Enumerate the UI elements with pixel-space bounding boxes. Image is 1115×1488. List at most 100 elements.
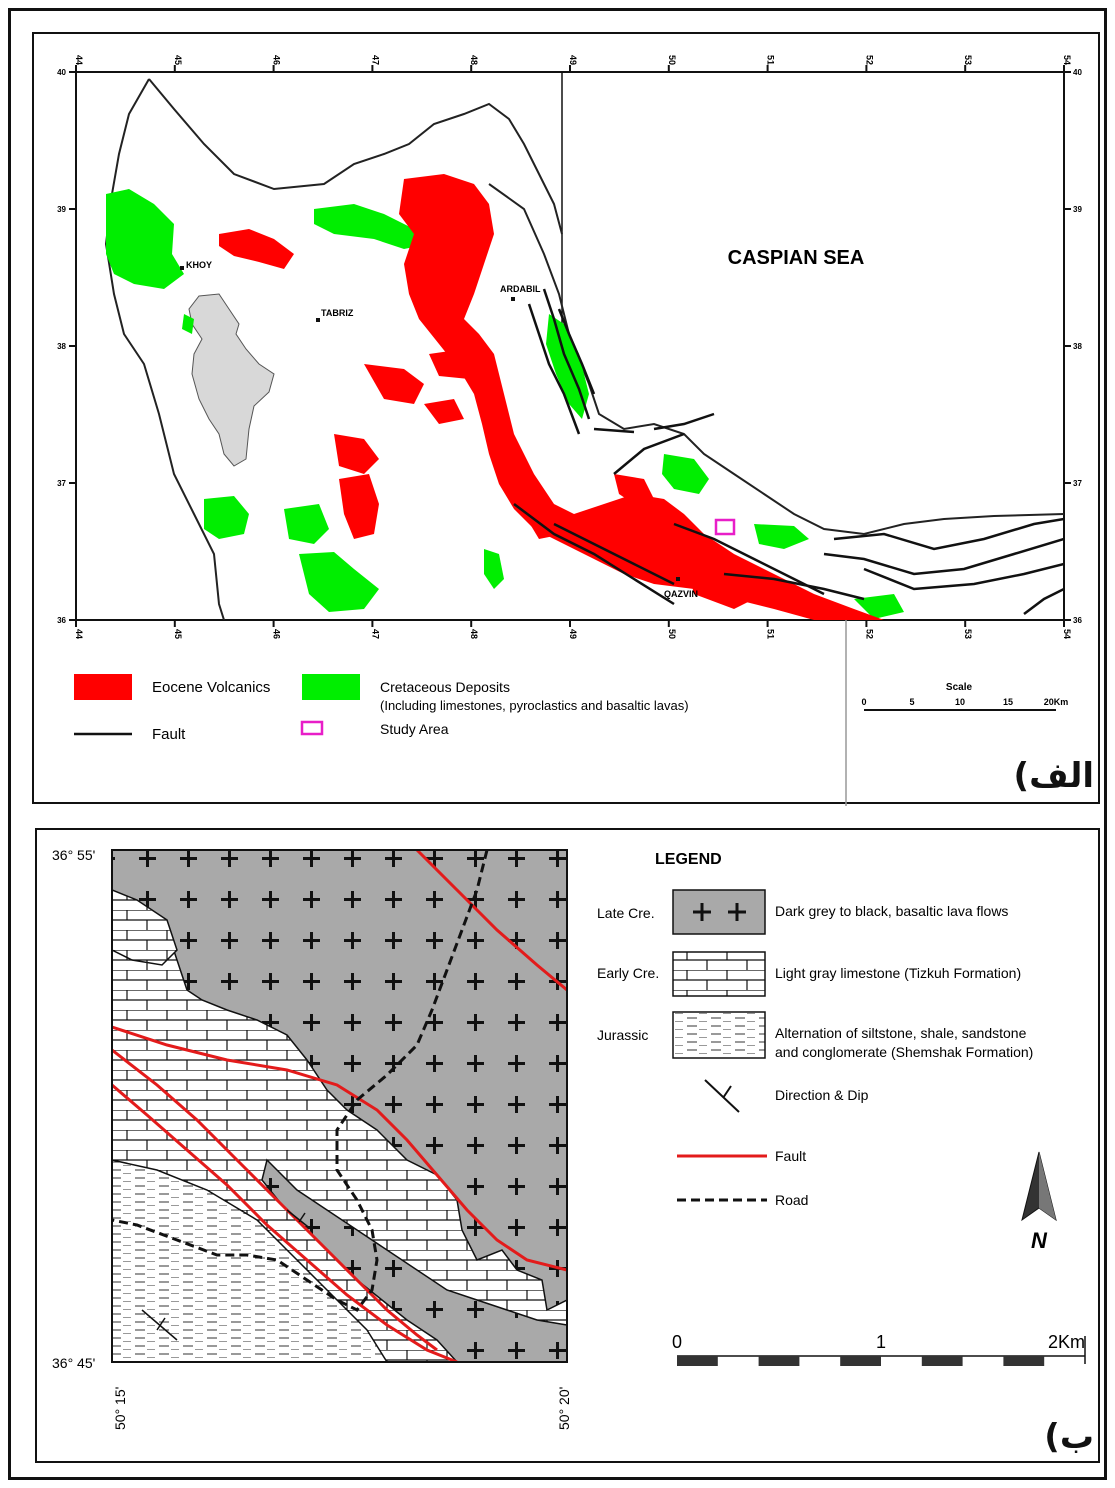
scale-b-tick-label: 2Km: [1048, 1332, 1085, 1352]
city-label-tabriz: TABRIZ: [321, 308, 354, 318]
legend-basalt-swatch: [672, 889, 766, 935]
jurassic-shale-area: [112, 1159, 388, 1362]
local-faults: [112, 850, 567, 1362]
legend-study-area-label: Study Area: [380, 721, 449, 737]
city-label-qazvin: QAZVIN: [664, 589, 698, 599]
scale-a-tick-label: 10: [955, 697, 965, 707]
legend-cretaceous-label: Cretaceous Deposits: [380, 679, 510, 695]
north-label: N: [1031, 1228, 1048, 1253]
local-map-frame: [111, 849, 568, 1363]
legend-dip-symbol: [704, 1079, 740, 1113]
caspian-coast: [488, 183, 1064, 536]
local-map-svg: 36° 55' 36° 45' 50° 15' 50° 20' LEGEND L…: [52, 847, 1086, 1430]
caspian-sea-label: CASPIAN SEA: [728, 247, 865, 269]
scale-a-tick-label: 5: [909, 697, 914, 707]
scale-title: Scale: [946, 682, 973, 693]
scale-a-tick-label: 15: [1003, 697, 1013, 707]
lat-tick-label: 37: [1073, 479, 1082, 488]
scale-b-segment: [921, 1356, 963, 1366]
legend-jurassic-desc-1: Alternation of siltstone, shale, sandsto…: [775, 1025, 1027, 1041]
dip-symbol-on-map-2: [286, 1209, 313, 1231]
legend-late-cre-age: Late Cre.: [597, 905, 655, 921]
legend-early-cre-desc: Light gray limestone (Tizkuh Formation): [775, 965, 1021, 981]
legend-cretaceous-detail: (Including limestones, pyroclastics and …: [380, 698, 689, 713]
lon-tick-label: 45: [173, 55, 183, 65]
lon-tick-label: 54: [1062, 55, 1072, 65]
lon-tick-label: 47: [370, 629, 380, 639]
lon-tick-label: 44: [74, 629, 84, 639]
scale-b-segment: [1003, 1356, 1045, 1366]
legend-limestone-swatch: [672, 951, 766, 997]
lon-tick-label: 51: [766, 55, 776, 65]
figure-frame: [8, 8, 1107, 1480]
panel-a-tag: الف): [1013, 756, 1094, 796]
lon-tick-label: 47: [370, 55, 380, 65]
lat-top-label: 36° 55': [52, 847, 95, 863]
lat-tick-label: 40: [57, 68, 66, 77]
scale-b-segment: [677, 1356, 718, 1366]
lon-tick-label: 48: [469, 629, 479, 639]
lon-tick-label: 53: [963, 55, 973, 65]
legend-fault-label: Fault: [152, 726, 186, 743]
scale-b-tick-label: 1: [876, 1332, 886, 1352]
scale-b-segment: [840, 1356, 881, 1366]
northern-border: [148, 78, 563, 235]
lat-tick-label: 40: [1073, 68, 1082, 77]
lon-tick-label: 53: [963, 629, 973, 639]
north-arrow-shade: [1039, 1152, 1056, 1220]
lon-tick-label: 50: [667, 629, 677, 639]
legend-shale-swatch: [672, 1011, 766, 1059]
city-markers: [180, 266, 680, 581]
regional-faults: [513, 288, 1064, 615]
legend-early-cre-age: Early Cre.: [597, 965, 659, 981]
study-area-box: [714, 518, 736, 536]
dip-symbol-on-map: [141, 1309, 178, 1341]
lat-tick-label: 39: [57, 205, 66, 214]
lon-tick-label: 46: [272, 629, 282, 639]
lat-tick-label: 36: [1073, 616, 1082, 625]
lon-tick-label: 49: [568, 55, 578, 65]
lake-urmia: [188, 293, 275, 467]
western-border: [104, 78, 225, 620]
legend-eocene-swatch: [74, 674, 132, 700]
legend-study-area-swatch: [300, 720, 324, 736]
legend-jurassic-age: Jurassic: [597, 1027, 648, 1043]
lon-tick-label: 54: [1062, 629, 1072, 639]
scale-a-tick-label: 0: [861, 697, 866, 707]
legend-jurassic-desc-2: and conglomerate (Shemshak Formation): [775, 1044, 1033, 1060]
lon-right-label: 50° 20': [556, 1387, 572, 1430]
lat-tick-label: 37: [57, 479, 66, 488]
lon-left-label: 50° 15': [112, 1387, 128, 1430]
lon-tick-label: 50: [667, 55, 677, 65]
study-area-geology-map: 36° 55' 36° 45' 50° 15' 50° 20' LEGEND L…: [35, 828, 1100, 1463]
city-label-ardabil: ARDABIL: [500, 284, 541, 294]
lat-bottom-label: 36° 45': [52, 1355, 95, 1371]
regional-geology-map: CASPIAN SEA KHOY TABRIZ ARDABIL QAZVIN 4…: [32, 32, 1100, 806]
lon-tick-label: 46: [272, 55, 282, 65]
scale-b-segment: [758, 1356, 800, 1366]
scale-a-tick-label: 20Km: [1044, 697, 1069, 707]
legend-cretaceous-swatch: [302, 674, 360, 700]
scale-b-tick-label: 0: [672, 1332, 682, 1352]
legend-basalt-crosses: [693, 903, 746, 921]
lat-tick-label: 38: [57, 342, 66, 351]
lon-tick-label: 52: [864, 629, 874, 639]
scale-bar-a: 0 5 10 15 20Km: [861, 697, 1069, 711]
lon-tick-label: 48: [469, 55, 479, 65]
cretaceous-deposits: [106, 189, 904, 619]
lon-tick-label: 44: [74, 55, 84, 65]
legend-fault-label-b: Fault: [775, 1148, 806, 1164]
lon-tick-label: 52: [864, 55, 874, 65]
legend-dip-label: Direction & Dip: [775, 1087, 869, 1103]
lat-tick-label: 36: [57, 616, 66, 625]
legend-eocene-label: Eocene Volcanics: [152, 679, 270, 696]
legend-road-label: Road: [775, 1192, 808, 1208]
limestone-island: [112, 889, 178, 966]
scale-bar-b: 0 1 2Km: [672, 1332, 1086, 1366]
legend-late-cre-desc: Dark grey to black, basaltic lava flows: [775, 903, 1008, 919]
lon-tick-label: 49: [568, 629, 578, 639]
lat-tick-label: 38: [1073, 342, 1082, 351]
legend-title: LEGEND: [655, 851, 722, 868]
